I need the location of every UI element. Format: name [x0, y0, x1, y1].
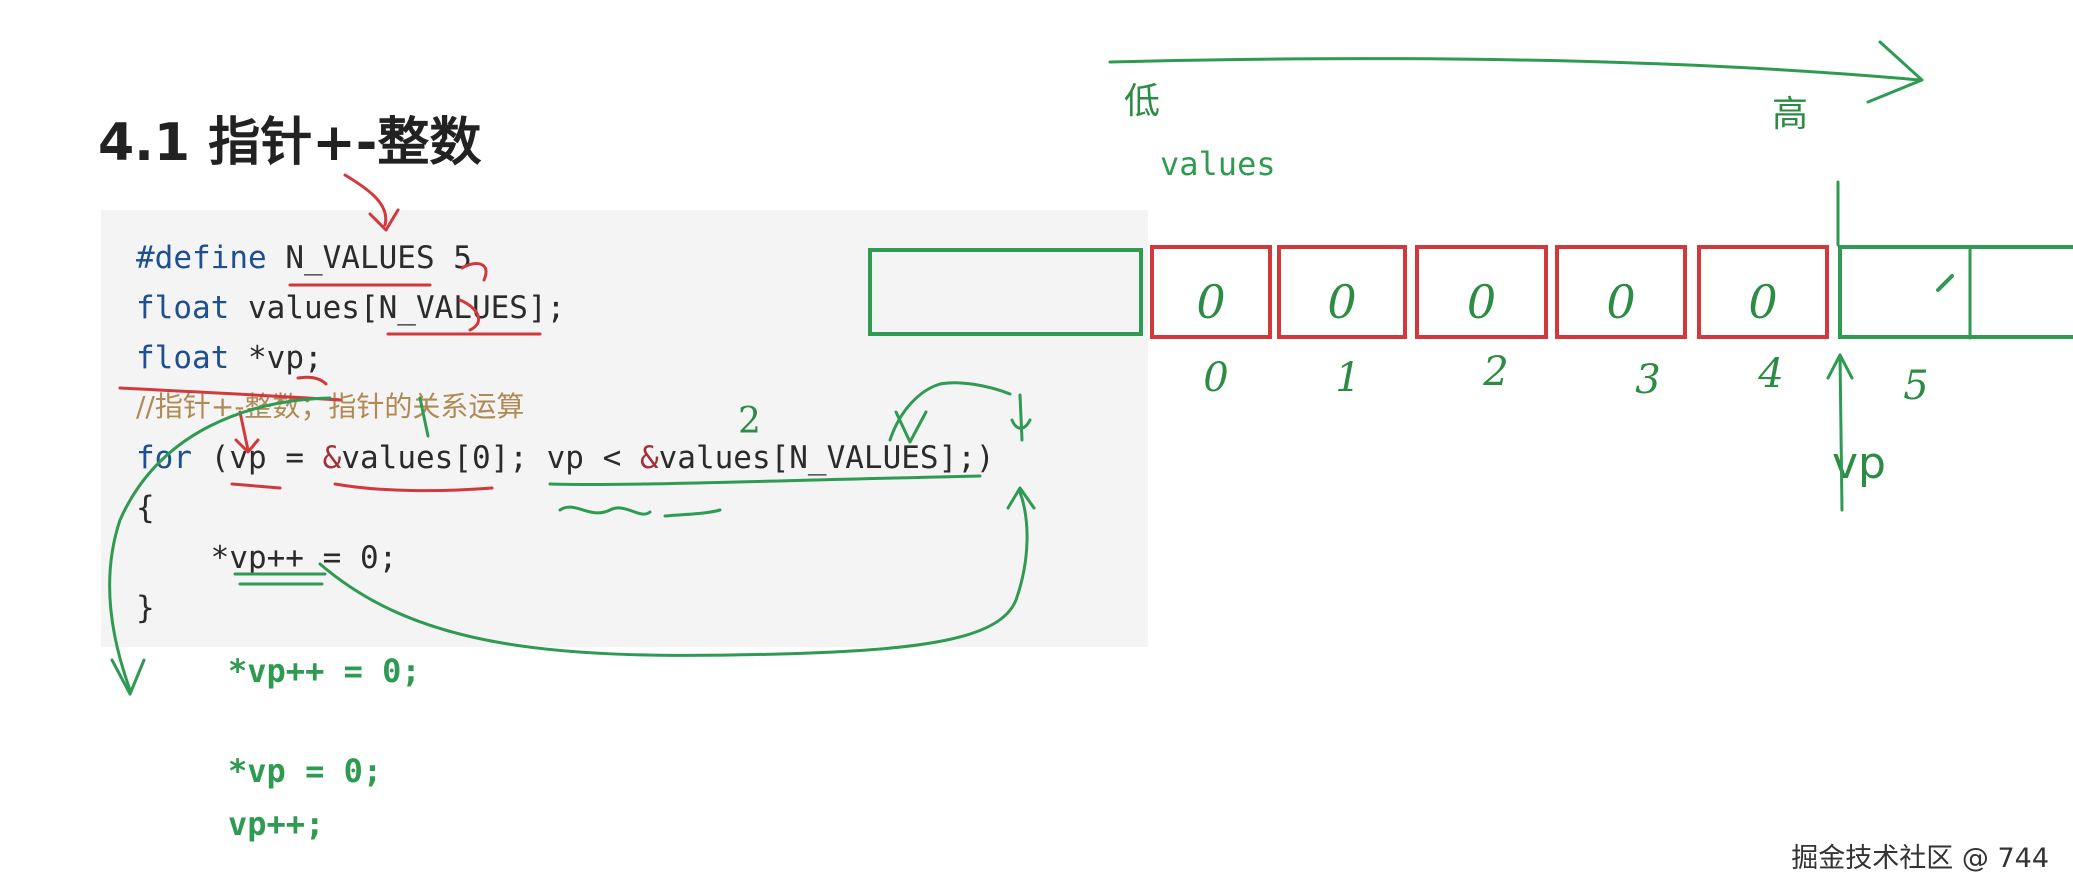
code-keyword: float	[136, 290, 230, 326]
code-amp: &	[322, 440, 342, 476]
vp-arrow-head	[1826, 353, 1854, 380]
code-text: values[N_VALUES];	[229, 290, 566, 326]
low-label: 低	[1124, 81, 1161, 122]
code-keyword: #define	[136, 240, 267, 276]
array-cell-4: 0	[1697, 245, 1829, 339]
cell-value: 0	[1196, 275, 1226, 329]
index-0: 0	[1203, 355, 1229, 401]
code-keyword: float	[136, 340, 230, 376]
vp-arrow-shaft	[1838, 353, 1844, 512]
array-cell-2: 0	[1415, 245, 1548, 339]
cell-value: 0	[1606, 275, 1636, 329]
annotation-code-3: vp++;	[228, 805, 325, 843]
handwritten-2: 2	[738, 401, 761, 442]
red-underline-values0	[333, 482, 494, 493]
array-cell-1: 0	[1277, 245, 1407, 339]
green-loop-left	[108, 396, 332, 692]
index-5: 5	[1903, 363, 1929, 409]
index-3: 3	[1635, 357, 1661, 403]
code-line-6: {	[136, 490, 155, 526]
values-label: values	[1160, 145, 1276, 183]
low-high-arrow-head	[1866, 40, 1924, 104]
green-underline-condition	[548, 474, 982, 487]
cell-value: 0	[1748, 275, 1778, 329]
code-line-8: }	[136, 590, 155, 626]
low-high-arrow-line	[1108, 57, 1922, 82]
annotation-code-2: *vp = 0;	[228, 752, 383, 790]
array-cell-0: 0	[1150, 245, 1272, 339]
memory-cell-after	[1838, 245, 2073, 339]
code-amp: &	[639, 440, 659, 476]
code-text: values[N_VALUES];)	[658, 440, 995, 476]
array-cell-3: 0	[1555, 245, 1687, 339]
watermark: 掘金技术社区 @ 744	[1791, 843, 2049, 874]
green-loop-back	[318, 490, 1029, 657]
code-text: (vp =	[192, 440, 323, 476]
red-arrow-define	[343, 173, 388, 227]
memory-cell-before	[868, 248, 1143, 336]
code-text: *vp;	[229, 340, 323, 376]
green-loop-top	[888, 381, 1012, 442]
annotation-code-1: *vp++ = 0;	[228, 652, 421, 690]
index-2: 2	[1483, 349, 1509, 395]
pen-mark	[1936, 274, 1954, 292]
code-line-5: for (vp = &values[0]; vp < &values[N_VAL…	[136, 443, 995, 474]
section-title: 4.1 指针+-整数	[98, 113, 482, 173]
high-label: 高	[1772, 94, 1809, 135]
index-4: 4	[1758, 351, 1784, 397]
cell-value: 0	[1466, 275, 1497, 329]
code-line-3: float *vp;	[136, 343, 323, 374]
code-text: values[0]; vp <	[341, 440, 640, 476]
cell-value: 0	[1327, 275, 1357, 329]
index-1: 1	[1335, 355, 1361, 401]
code-line-2: float values[N_VALUES];	[136, 293, 565, 324]
code-line-7: *vp++ = 0;	[136, 540, 398, 576]
